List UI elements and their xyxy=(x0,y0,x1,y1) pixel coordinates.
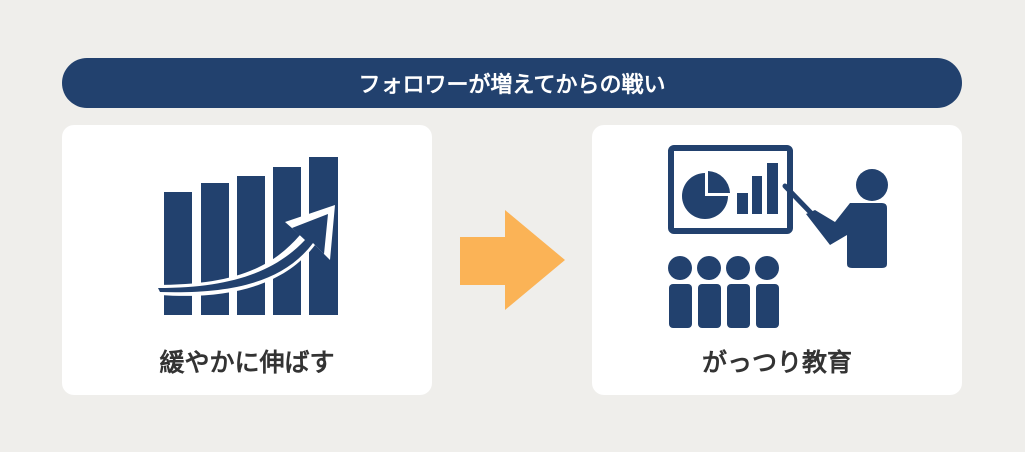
title-banner: フォロワーが増えてからの戦い xyxy=(62,58,962,108)
left-caption: 緩やかに伸ばす xyxy=(159,348,335,377)
left-panel: 緩やかに伸ばす xyxy=(62,125,432,395)
presentation-icon xyxy=(668,145,888,328)
right-arrow-icon xyxy=(460,210,565,310)
growth-chart-icon xyxy=(155,157,338,315)
right-caption: がっつり教育 xyxy=(701,348,852,377)
